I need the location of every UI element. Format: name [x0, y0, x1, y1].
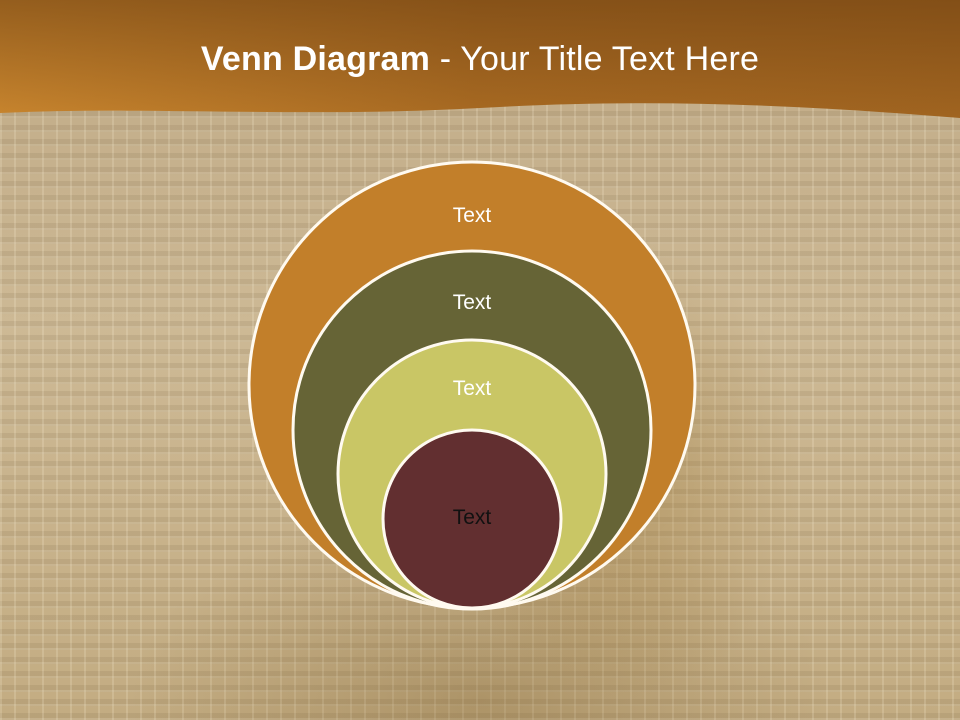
title-bold: Venn Diagram [200, 40, 431, 78]
venn-label-outer: Text [452, 204, 492, 227]
venn-label-second: Text [452, 291, 492, 314]
slide-title[interactable]: Venn Diagram - Your Title Text Here [0, 40, 960, 79]
title-rest: - Your Title Text Here [430, 40, 760, 78]
venn-label-third: Text [452, 377, 492, 400]
venn-label-inner: Text [452, 506, 492, 529]
title-banner [0, 0, 960, 118]
venn-circle-inner[interactable] [381, 428, 563, 610]
